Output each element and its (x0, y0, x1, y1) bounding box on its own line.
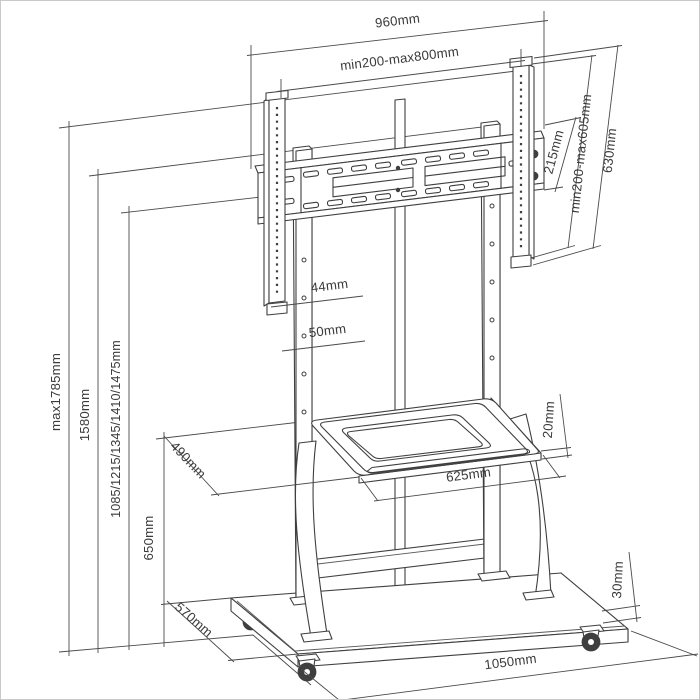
shelf (311, 397, 542, 484)
label-shelf-width: 625mm (445, 464, 492, 485)
dim-total-width: 960mm (246, 10, 549, 169)
label-shelf-height: 650mm (141, 516, 156, 561)
label-base-depth: 570mm (172, 599, 216, 640)
dim-shelf-thickness: 20mm (540, 393, 573, 460)
label-max-height: max1785mm (48, 353, 63, 431)
dim-shelf-width: 625mm (360, 454, 567, 502)
dim-vesa-width: min200-max800mm (276, 44, 526, 98)
dim-mount-heights: 1085/1215/1345/1410/1475mm (109, 206, 130, 650)
left-vesa-rail (263, 89, 289, 316)
dim-hole-pitch: 50mm (281, 321, 366, 352)
dim-hole-offset: 44mm (270, 276, 364, 308)
left-column-holes (301, 257, 307, 415)
label-base-thickness: 30mm (609, 561, 626, 599)
bar-window-right (424, 156, 506, 187)
caster-front-right (579, 624, 605, 652)
dim-shelf-height: 650mm (141, 432, 165, 647)
bar-lower-slots (302, 180, 490, 210)
label-shelf-thickness: 20mm (540, 400, 558, 438)
base-plate (230, 572, 629, 668)
caster-front-left (295, 653, 321, 682)
mount-bar (254, 130, 545, 225)
right-vesa-rail (509, 55, 535, 269)
label-column-height: 1580mm (77, 389, 92, 442)
bar-upper-slots (302, 149, 490, 178)
label-vesa-width: min200-max800mm (339, 44, 459, 74)
left-leg (294, 440, 333, 643)
label-base-width: 1050mm (483, 651, 537, 673)
label-vesa-height: min200-max605mm (567, 93, 594, 213)
reference-extension-lines (58, 68, 533, 686)
label-hole-offset: 44mm (310, 276, 349, 295)
label-hole-pitch: 50mm (308, 321, 347, 340)
dim-max-height: max1785mm (48, 121, 70, 656)
dim-base-width: 1050mm (300, 630, 699, 699)
dim-bracket-height: 630mm (532, 44, 623, 266)
label-shelf-depth: 490mm (167, 438, 209, 481)
dim-column-height: 1580mm (77, 169, 99, 653)
dim-base-thickness: 30mm (601, 551, 642, 624)
label-total-width: 960mm (374, 10, 420, 30)
bar-window-left (332, 167, 414, 198)
right-column-holes (489, 203, 495, 361)
label-mount-heights: 1085/1215/1345/1410/1475mm (109, 340, 123, 518)
label-bracket-height: 630mm (600, 127, 620, 173)
